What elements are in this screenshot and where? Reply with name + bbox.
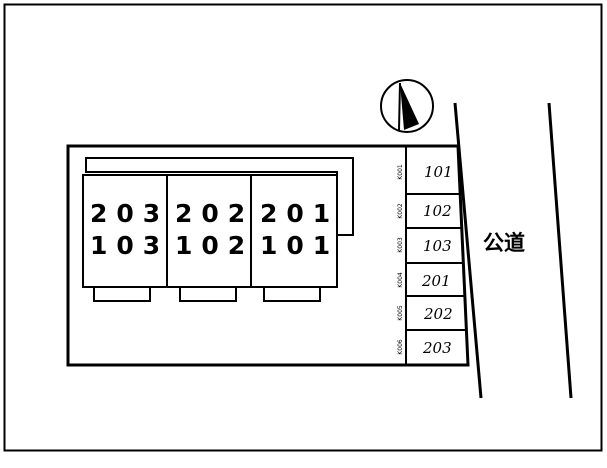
unit-label-upper: 203: [90, 199, 169, 228]
unit-label-lower: 103: [90, 231, 169, 260]
balcony: [179, 286, 237, 302]
north-arrow-icon: [380, 79, 434, 133]
parking-code: K006: [397, 339, 404, 355]
unit-label-lower: 101: [260, 231, 339, 260]
balcony: [93, 286, 151, 302]
parking-code: K001: [397, 164, 404, 180]
parking-number: 202: [423, 305, 453, 323]
map-frame: [3, 3, 603, 452]
unit-label-lower: 102: [175, 231, 254, 260]
parking-number: 102: [423, 202, 452, 220]
road-edge-right: [547, 102, 573, 399]
building: [82, 174, 338, 302]
unit-label-upper: 201: [260, 199, 339, 228]
parking-number: 101: [424, 163, 453, 181]
parking-code: K005: [397, 305, 404, 321]
parking-number: 103: [423, 237, 452, 255]
unit-label-upper: 202: [175, 199, 254, 228]
parking-code: K002: [397, 203, 404, 219]
parking-lot: [405, 146, 466, 365]
parking-code: K003: [397, 237, 404, 253]
parking-number: 203: [422, 339, 452, 357]
balcony: [263, 286, 321, 302]
property-boundary: [66, 144, 470, 367]
road-edge-left: [453, 102, 483, 399]
road-label: 公道: [483, 231, 525, 255]
parking-code: K004: [397, 272, 404, 288]
parking-number: 201: [421, 272, 451, 290]
